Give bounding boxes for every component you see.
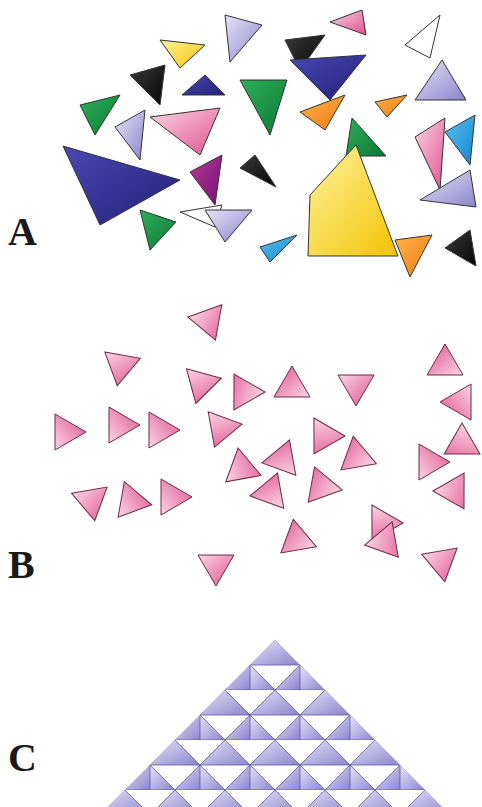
pink-triangles: [55, 305, 480, 586]
mixed-triangles: [63, 10, 476, 277]
triangle-pyramid: [60, 640, 482, 807]
panel-label: B: [8, 545, 35, 585]
panel-label: A: [8, 212, 37, 252]
panel-label: C: [8, 738, 37, 778]
